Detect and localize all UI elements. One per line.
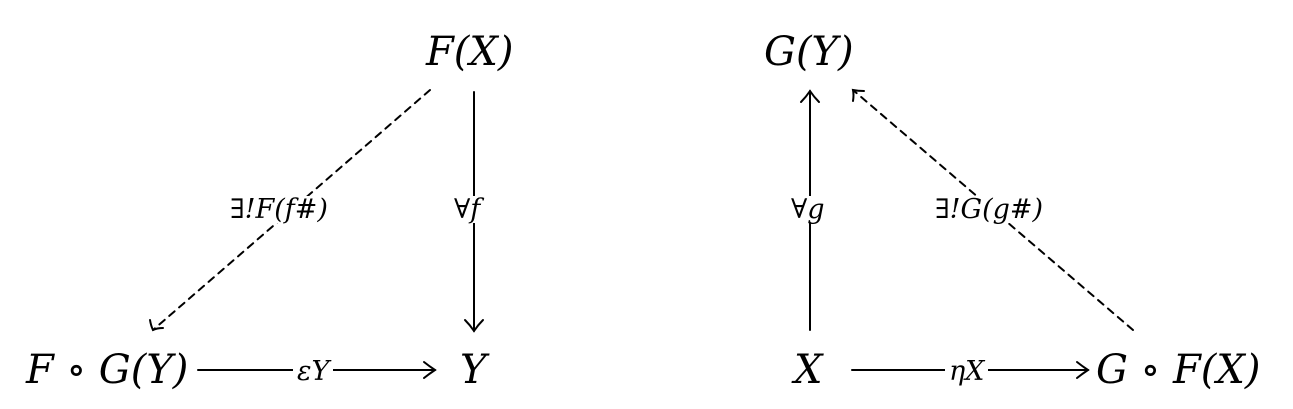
node-Y: Y: [460, 347, 487, 393]
arrowhead-forall-f: [464, 319, 484, 333]
arrowhead-dashed-g-sharp: [851, 88, 865, 102]
node-G-compose-FX: G ∘ F(X): [1096, 347, 1261, 393]
node-GY: G(Y): [764, 29, 854, 75]
node-X: X: [794, 347, 823, 393]
label-exists-unique-G-g-sharp: ∃!G(g#): [935, 194, 1044, 225]
label-forall-f: ∀f: [454, 194, 481, 225]
label-exists-unique-F-f-sharp: ∃!F(f#): [230, 194, 328, 225]
arrowhead-epsilon: [423, 361, 437, 379]
label-eta-X: ηX: [945, 358, 989, 385]
arrowhead-dashed-f-sharp: [149, 319, 164, 332]
label-epsilon-Y: εY: [293, 358, 334, 385]
node-FX: F(X): [426, 29, 514, 75]
label-forall-g: ∀g: [791, 194, 825, 225]
arrowhead-forall-g: [800, 89, 820, 103]
arrowhead-eta: [1076, 361, 1090, 379]
node-F-compose-GY: F ∘ G(Y): [26, 347, 189, 393]
